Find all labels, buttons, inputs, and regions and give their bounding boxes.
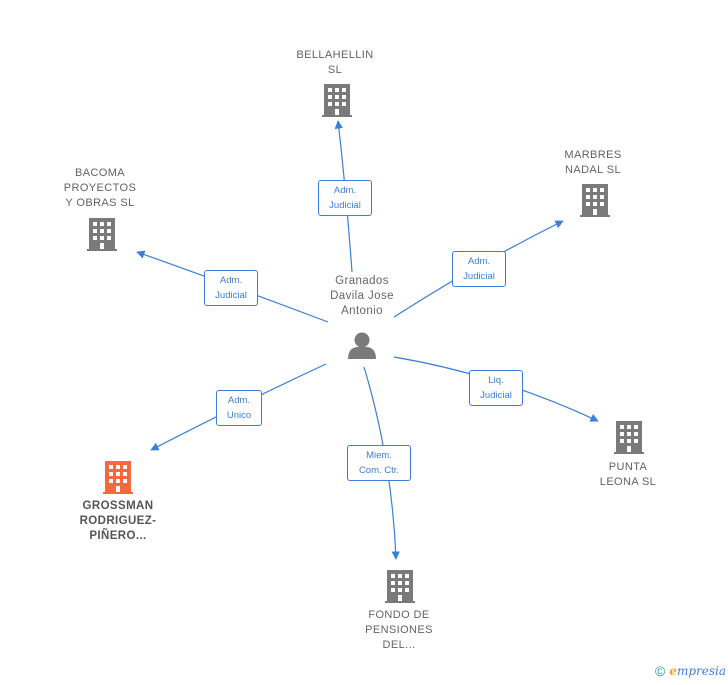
brand-logo[interactable]: empresia: [669, 664, 726, 678]
node-label-marbres[interactable]: MARBRES NADAL SL: [564, 149, 622, 176]
building-icon[interactable]: [580, 184, 610, 217]
node-label-bellahellin[interactable]: BELLAHELLIN SL: [296, 49, 374, 76]
edge-label-marbres[interactable]: Adm. Judicial: [452, 251, 506, 287]
edge-label-grossman[interactable]: Adm. Unico: [216, 390, 262, 426]
edge-label-bellahellin[interactable]: Adm. Judicial: [318, 180, 372, 216]
building-icon[interactable]: [385, 570, 415, 603]
footer-brand: © empresia: [655, 663, 726, 679]
building-icon[interactable]: [87, 218, 117, 251]
node-label-bacoma[interactable]: BACOMA PROYECTOS Y OBRAS SL: [63, 167, 137, 209]
edge-label-punta[interactable]: Liq. Judicial: [469, 370, 523, 406]
building-icon[interactable]: [614, 421, 644, 454]
building-icon-highlight[interactable]: [103, 461, 133, 494]
edge-label-fondo[interactable]: Miem. Com. Ctr.: [347, 445, 411, 481]
copyright-icon: ©: [654, 663, 666, 679]
node-label-fondo[interactable]: FONDO DE PENSIONES DEL...: [365, 609, 433, 651]
node-label-grossman[interactable]: GROSSMAN RODRIGUEZ- PIÑERO...: [79, 500, 157, 542]
center-person-label[interactable]: Granados Davila Jose Antonio: [330, 275, 394, 317]
edge-label-bacoma[interactable]: Adm. Judicial: [204, 270, 258, 306]
building-icon[interactable]: [322, 84, 352, 117]
person-icon[interactable]: [348, 332, 376, 360]
node-label-punta[interactable]: PUNTA LEONA SL: [599, 461, 657, 488]
